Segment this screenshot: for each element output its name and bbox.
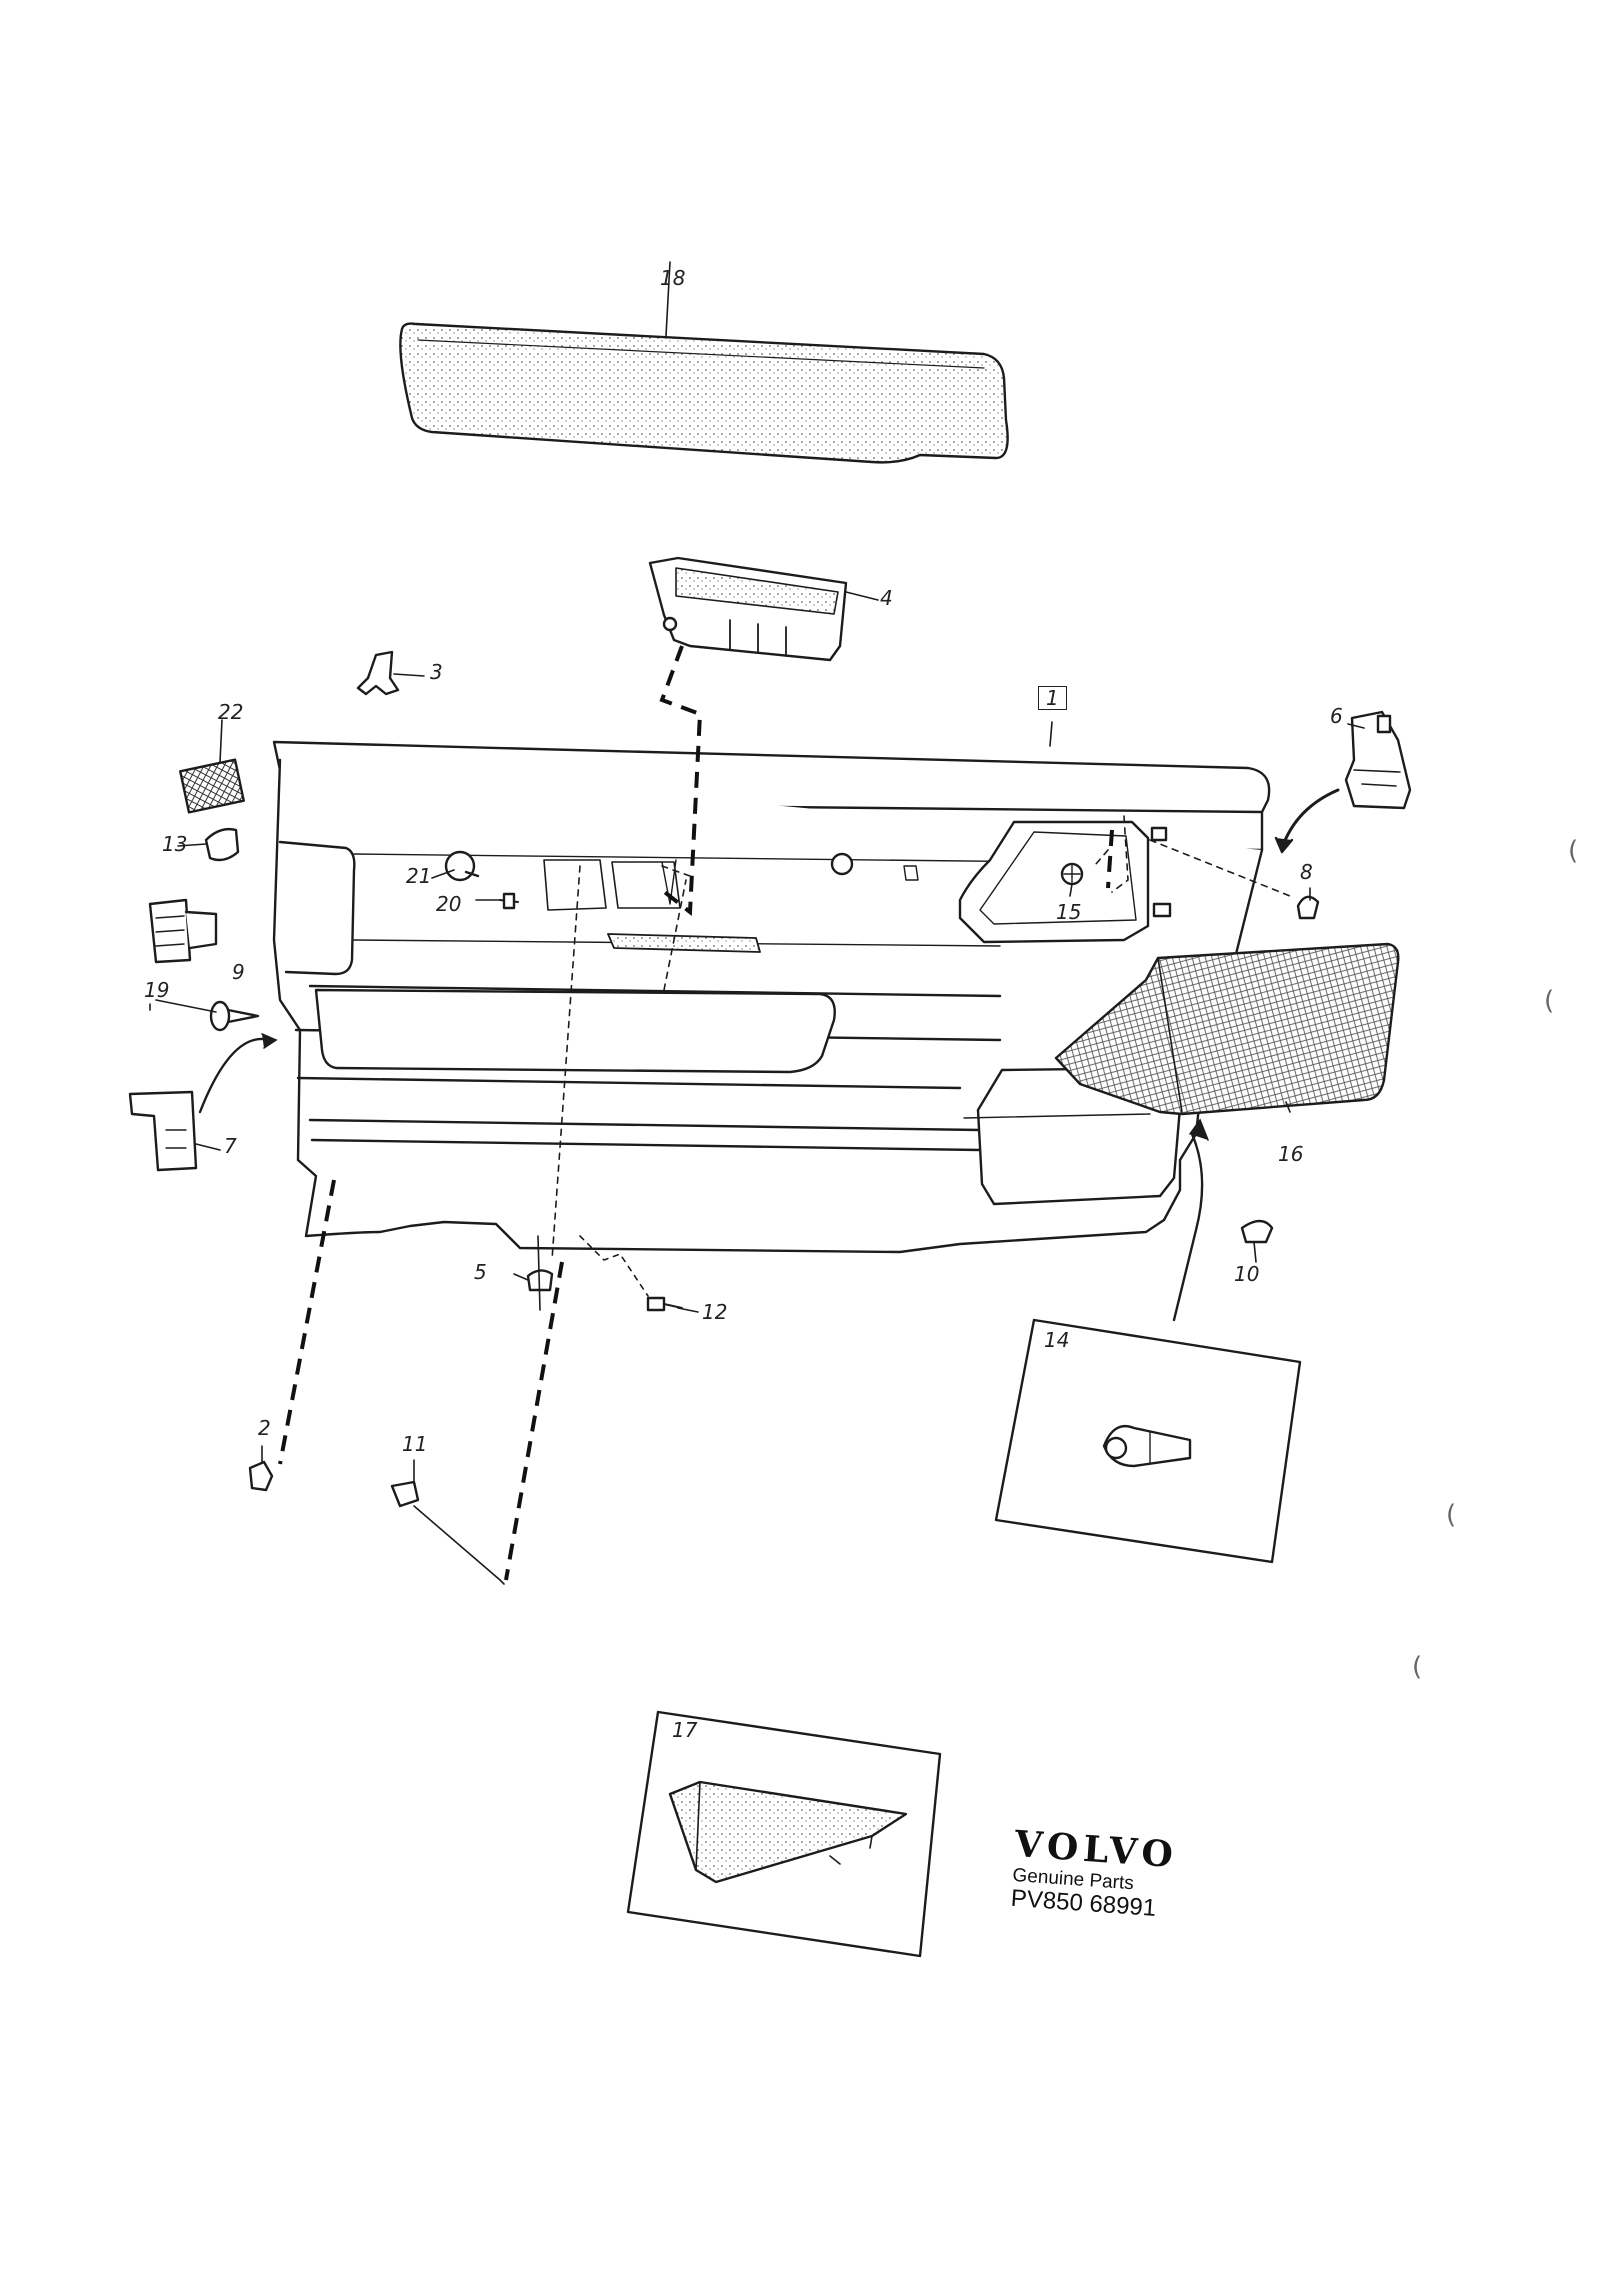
screw-15-part bbox=[1060, 862, 1084, 886]
margin-mark: ( bbox=[1544, 986, 1555, 1016]
callout-2: 2 bbox=[258, 1416, 271, 1440]
leader-lines bbox=[149, 261, 1365, 1585]
inset-14-box bbox=[994, 1318, 1302, 1564]
callout-15: 15 bbox=[1056, 900, 1082, 924]
bracket-6-part bbox=[1344, 710, 1412, 810]
pad-22-part bbox=[179, 758, 245, 814]
bracket-19-part bbox=[148, 898, 218, 964]
callout-1: 1 bbox=[1038, 686, 1067, 710]
brand-block: VOLVO Genuine Parts PV850 68991 bbox=[1010, 1823, 1179, 1922]
callout-9: 9 bbox=[232, 960, 245, 984]
callout-6: 6 bbox=[1330, 704, 1343, 728]
screw-21-part bbox=[444, 850, 480, 882]
callout-22: 22 bbox=[218, 700, 244, 724]
callout-13: 13 bbox=[162, 832, 188, 856]
dashed-guides bbox=[278, 645, 1114, 1581]
screw-9-part bbox=[209, 1000, 260, 1032]
callout-7: 7 bbox=[224, 1134, 237, 1158]
callout-18: 18 bbox=[660, 266, 686, 290]
callout-17: 17 bbox=[672, 1718, 698, 1742]
callout-4: 4 bbox=[880, 586, 893, 610]
margin-mark: ( bbox=[1446, 1500, 1457, 1530]
fastener-10-part bbox=[1240, 1219, 1274, 1244]
callout-5: 5 bbox=[474, 1260, 487, 1284]
margin-mark: ( bbox=[1412, 1652, 1423, 1682]
callout-14: 14 bbox=[1044, 1328, 1070, 1352]
screw-20-part bbox=[499, 892, 519, 910]
callout-12: 12 bbox=[702, 1300, 728, 1324]
callout-21: 21 bbox=[406, 864, 432, 888]
speaker-grille-part bbox=[1054, 942, 1400, 1116]
fastener-8-part bbox=[1296, 895, 1320, 920]
fastener-5-part bbox=[526, 1269, 554, 1292]
armrest-pad-part bbox=[399, 322, 1009, 464]
screw-12-part bbox=[646, 1296, 683, 1312]
door-panel-part bbox=[272, 740, 1271, 1254]
callout-19: 19 bbox=[144, 978, 170, 1002]
switch-panel-part bbox=[648, 556, 848, 662]
clip-11-part bbox=[390, 1480, 420, 1508]
callout-16: 16 bbox=[1278, 1142, 1304, 1166]
callout-10: 10 bbox=[1234, 1262, 1260, 1286]
callout-20: 20 bbox=[436, 892, 462, 916]
callout-3: 3 bbox=[430, 660, 443, 684]
callout-8: 8 bbox=[1300, 860, 1313, 884]
retainer-13-part bbox=[204, 827, 240, 862]
inset-17-box bbox=[626, 1710, 942, 1958]
margin-mark: ( bbox=[1568, 836, 1579, 866]
bracket-7-part bbox=[128, 1090, 198, 1172]
fastener-2-part bbox=[248, 1460, 274, 1492]
callout-11: 11 bbox=[402, 1432, 428, 1456]
